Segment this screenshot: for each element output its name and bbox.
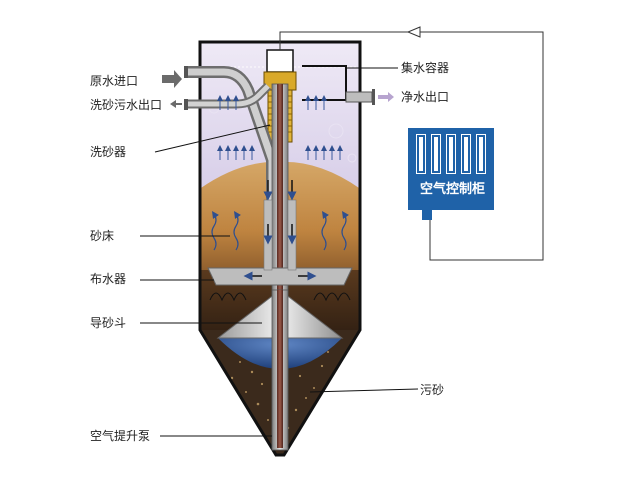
- label-sand-washer: 洗砂器: [90, 145, 127, 159]
- air-lift-pump-tube: [277, 84, 283, 448]
- leader-lines: [140, 67, 419, 437]
- control-cabinet-label: 空气控制柜: [419, 182, 485, 197]
- clean-water-arrow: [378, 92, 394, 102]
- label-wash-sand-outlet: 洗砂污水出口: [90, 98, 163, 112]
- label-dirty-sand: 污砂: [420, 383, 445, 397]
- distributor-body: [207, 267, 353, 286]
- label-raw-water-inlet: 原水进口: [90, 74, 139, 88]
- label-air-lift-pump: 空气提升泵: [90, 429, 151, 443]
- flow-arrows-up: [217, 95, 343, 160]
- cabinet-slots: [416, 134, 486, 174]
- wavy-arrows: [211, 211, 349, 251]
- collector-top: [266, 49, 294, 73]
- label-sand-guide-cone: 导砂斗: [90, 316, 127, 330]
- tank-outline: [198, 40, 362, 457]
- raw-water-arrow: [162, 70, 182, 88]
- swirl-arrows: [209, 292, 351, 302]
- inlet-pipe-inner: [186, 68, 276, 258]
- air-line-arrow: [406, 26, 421, 38]
- label-clean-water-outlet: 净水出口: [401, 90, 450, 104]
- air-line: [279, 31, 544, 261]
- flow-arrows-down: [263, 180, 297, 245]
- label-sand-bed: 砂床: [90, 229, 115, 243]
- wash-outlet-arrow: [170, 100, 182, 108]
- label-water-distributor: 布水器: [90, 272, 127, 286]
- label-water-collector: 集水容器: [401, 61, 450, 75]
- clean-water-outlet-pipe: [345, 91, 373, 103]
- sand-speckles: [230, 351, 329, 441]
